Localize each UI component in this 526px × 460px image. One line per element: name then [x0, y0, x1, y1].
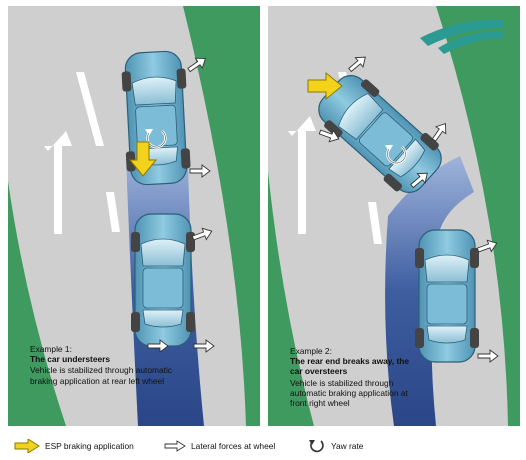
legend-label-yaw: Yaw rate	[331, 441, 364, 451]
legend: ESP braking application Lateral forces a…	[14, 438, 514, 454]
example-2-title: Example 2:	[290, 346, 332, 356]
grass-verge	[436, 6, 520, 426]
legend-label-esp: ESP braking application	[45, 441, 134, 451]
legend-item-esp: ESP braking application	[14, 438, 134, 454]
car-reference	[130, 213, 196, 347]
example-1-heading: The car understeers	[30, 354, 111, 365]
grass-verge	[183, 6, 260, 426]
car-understeer	[119, 49, 193, 187]
yaw-rate-icon	[309, 440, 324, 453]
legend-item-lateral: Lateral forces at wheel	[164, 438, 275, 454]
grass-verge	[268, 171, 314, 426]
esp-arrow-icon	[14, 439, 40, 453]
example-1-body: Vehicle is stabilized through automatic …	[30, 365, 172, 386]
legend-label-lateral: Lateral forces at wheel	[191, 441, 276, 451]
lane-marking	[368, 202, 382, 244]
road-arrow	[44, 131, 72, 234]
example-1-panel: Example 1: The car understeers Vehicle i…	[8, 6, 260, 426]
example-2-body: Vehicle is stabilized through automatic …	[290, 377, 408, 409]
example-1-caption: Example 1: The car understeers Vehicle i…	[30, 344, 190, 386]
road-arrow	[288, 116, 316, 234]
legend-item-yaw: Yaw rate	[308, 438, 363, 454]
lane-marking	[106, 192, 120, 232]
example-2-caption: Example 2: The rear end breaks away, the…	[290, 346, 410, 408]
example-1-illustration	[8, 6, 260, 426]
example-2-illustration	[268, 6, 520, 426]
grass-verge	[8, 181, 66, 426]
brand-logo	[420, 19, 504, 54]
car-reference	[414, 229, 480, 363]
example-2-panel: Example 2: The rear end breaks away, the…	[268, 6, 520, 426]
example-1-title: Example 1:	[30, 344, 72, 354]
lateral-force-arrow-icon	[164, 440, 186, 452]
example-2-heading: The rear end breaks away, the car overst…	[290, 356, 410, 377]
lane-marking	[76, 72, 104, 146]
